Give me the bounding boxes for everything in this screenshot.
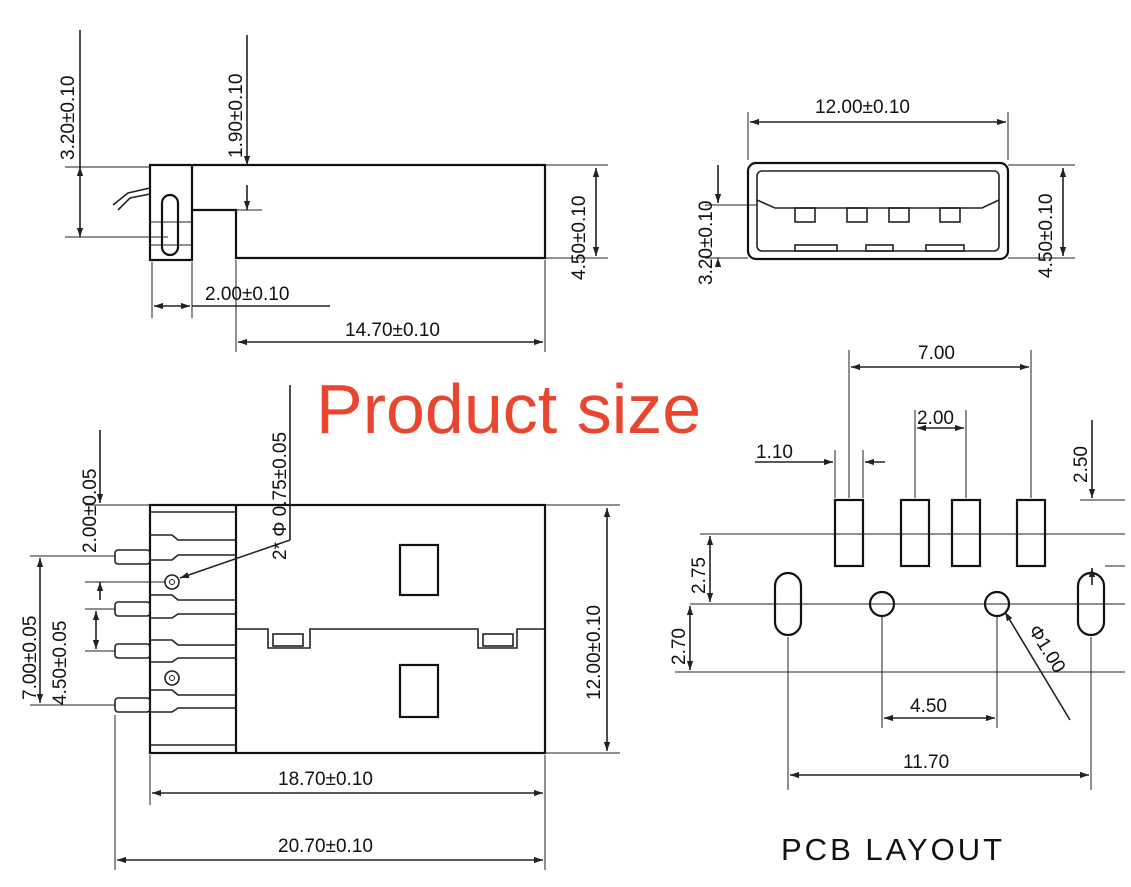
pcb-pad-3 bbox=[950, 498, 982, 568]
top-dim-pin-top: 2.00±0.05 bbox=[80, 469, 101, 553]
front-dim-height: 4.50±0.10 bbox=[1036, 194, 1057, 278]
pcb-pad-4 bbox=[1015, 498, 1047, 568]
top-dim-body: 18.70±0.10 bbox=[278, 769, 373, 790]
side-view: 3.20±0.10 1.90±0.10 4.50±0.10 2.00±0.10 … bbox=[58, 30, 608, 352]
pcb-dim-slot-pitch: 11.70 bbox=[903, 752, 949, 773]
pcb-dim-pad-height: 2.50 bbox=[1071, 446, 1092, 483]
pcb-dim-pad-width: 1.10 bbox=[756, 442, 793, 463]
pcb-dim-pad-gap: 2.00 bbox=[917, 408, 954, 429]
side-dim-step: 1.90±0.10 bbox=[226, 74, 247, 158]
top-view-pins bbox=[114, 549, 151, 713]
pcb-dim-row-bottom: 2.70 bbox=[669, 628, 690, 665]
top-view-locating-hole-2 bbox=[164, 670, 180, 686]
pcb-dim-hole-dia: Φ1.00 bbox=[1024, 622, 1069, 677]
front-view-shell bbox=[746, 161, 1010, 261]
top-dim-total: 20.70±0.10 bbox=[278, 836, 373, 857]
side-dim-height-total: 3.20±0.10 bbox=[58, 76, 79, 160]
pcb-pad-2 bbox=[899, 498, 931, 568]
top-dim-pitch-outer: 7.00±0.05 bbox=[20, 616, 41, 700]
top-view-locating-hole-1 bbox=[164, 574, 180, 590]
pcb-pads bbox=[833, 498, 1047, 568]
front-view-contacts bbox=[794, 207, 965, 252]
front-view-tongue bbox=[756, 199, 1000, 209]
pcb-layout-title: PCB LAYOUT bbox=[781, 832, 1005, 867]
pcb-dim-row-top: 2.75 bbox=[689, 557, 710, 594]
top-view-window-lower bbox=[398, 663, 440, 719]
front-dim-width: 12.00±0.10 bbox=[815, 97, 910, 118]
pcb-layout: 7.00 2.00 1.10 2.50 2.75 2.70 Φ1.00 4.50 bbox=[669, 343, 1125, 867]
top-view: 2* Φ 0.75±0.05 2.00±0.05 7.00±0.05 4.50±… bbox=[20, 385, 620, 870]
side-dim-height: 4.50±0.10 bbox=[569, 196, 590, 280]
side-view-spring-tab bbox=[112, 187, 151, 206]
front-dim-inner-height: 3.20±0.10 bbox=[696, 201, 717, 285]
pcb-pad-1 bbox=[833, 498, 865, 568]
front-view-inner-shell bbox=[756, 170, 1000, 252]
side-view-pin-slot bbox=[160, 193, 180, 257]
side-dim-length: 14.70±0.10 bbox=[345, 320, 440, 341]
top-dim-pitch-inner: 4.50±0.05 bbox=[50, 621, 71, 705]
pcb-dim-hole-pitch: 4.50 bbox=[910, 696, 947, 717]
top-view-pin-channels bbox=[150, 511, 236, 746]
side-view-body-outline bbox=[148, 163, 547, 262]
side-view-spring-tab-2 bbox=[117, 193, 151, 211]
top-dim-width: 12.00±0.10 bbox=[584, 605, 605, 700]
side-dim-flange: 2.00±0.10 bbox=[205, 284, 289, 305]
top-view-latch-line bbox=[236, 628, 545, 649]
front-view: 12.00±0.10 3.20±0.10 4.50±0.10 bbox=[696, 97, 1075, 285]
page-title: Product size bbox=[316, 370, 701, 448]
top-view-window-upper bbox=[398, 543, 440, 597]
pcb-dim-span: 7.00 bbox=[918, 343, 955, 364]
top-dim-hole: 2* Φ 0.75±0.05 bbox=[270, 432, 291, 560]
